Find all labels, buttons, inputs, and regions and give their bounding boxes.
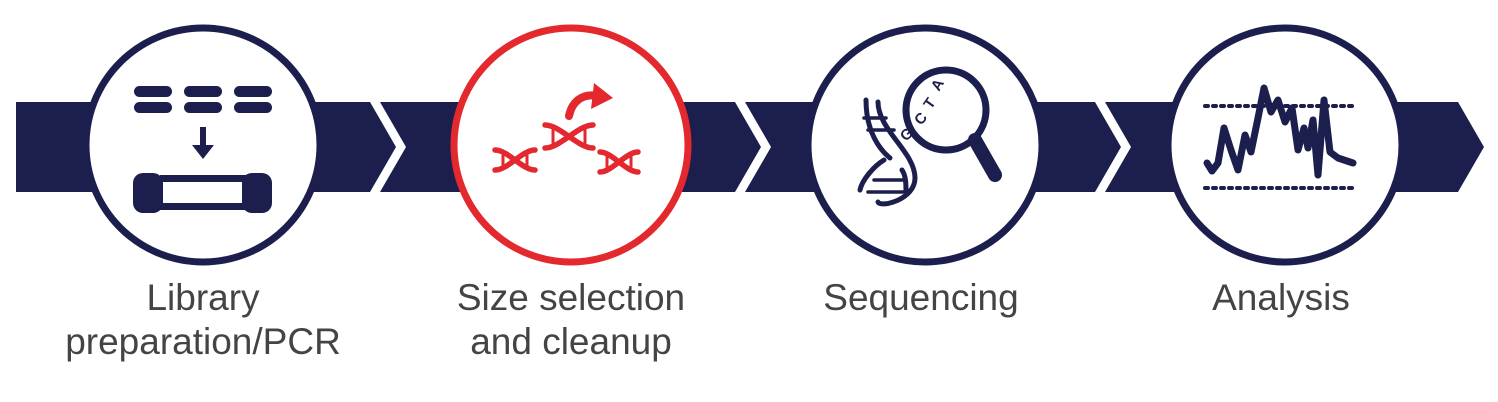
step-label-size-selection: Size selection and cleanup [456,277,686,362]
step-label-library-preparation: Library preparation/PCR [65,277,341,362]
step-label-analysis: Analysis [1212,277,1350,318]
dna-size-selection-icon [492,83,641,175]
dna-magnifier-icon: A T C G [857,66,1002,207]
step-circle-size-selection [450,24,692,266]
step-label-sequencing: Sequencing [823,277,1019,318]
signal-trace-icon [1203,84,1357,190]
library-preparation-icon [133,86,272,213]
step-circle-analysis [1164,24,1406,266]
